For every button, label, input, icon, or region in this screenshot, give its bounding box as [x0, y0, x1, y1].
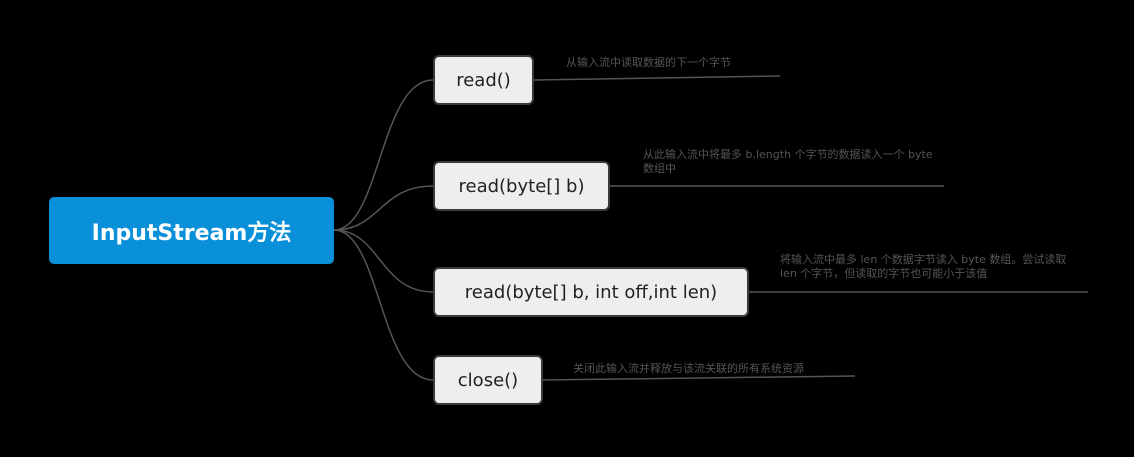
method-node-read: read() [433, 55, 534, 105]
method-note-close: 关闭此输入流并释放与该流关联的所有系统资源 [573, 362, 804, 375]
root-node: InputStream方法 [49, 197, 334, 264]
branch-read [333, 79, 434, 231]
method-node-read-byte-array-off-len: read(byte[] b, int off,int len) [433, 267, 749, 317]
method-note-read: 从输入流中读取数据的下一个字节 [566, 56, 731, 69]
note-underline-close [542, 375, 856, 381]
note-underline-read [533, 75, 781, 81]
method-node-close: close() [433, 355, 543, 405]
branch-readbl [333, 229, 434, 293]
method-node-read-byte-array: read(byte[] b) [433, 161, 610, 211]
branch-close [333, 229, 434, 381]
branch-readb [333, 185, 434, 231]
method-note-read-byte-array-off-len: 将输入流中最多 len 个数据字节读入 byte 数组。尝试读取 len 个字节… [780, 253, 1067, 280]
method-note-read-byte-array: 从此输入流中将最多 b.length 个字节的数据读入一个 byte 数组中 [643, 148, 933, 175]
